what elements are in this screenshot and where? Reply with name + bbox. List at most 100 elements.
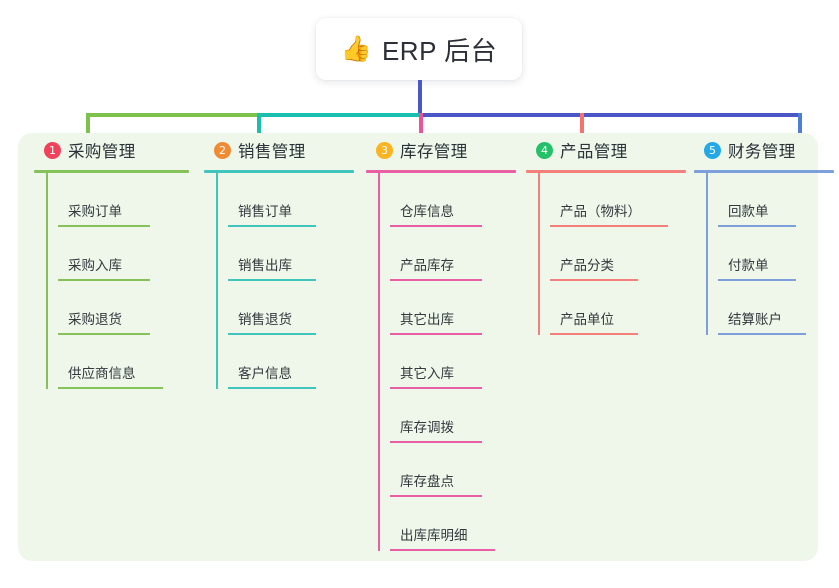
list-item[interactable]: 采购订单 bbox=[58, 173, 189, 227]
root-node[interactable]: 👍 ERP 后台 bbox=[316, 18, 522, 80]
branch-spine-5 bbox=[706, 173, 708, 335]
branch-spine-3 bbox=[378, 173, 380, 551]
branch-items-3: 仓库信息 产品库存 其它出库 其它入库 库存调拨 bbox=[366, 173, 516, 551]
leaf-underline bbox=[390, 495, 482, 497]
branch-spine-4 bbox=[538, 173, 540, 335]
branch-title-5: 财务管理 bbox=[728, 143, 796, 161]
leaf-underline bbox=[390, 225, 482, 227]
branch-index-badge-3: 3 bbox=[376, 141, 393, 159]
leaf-underline bbox=[390, 279, 482, 281]
leaf-label: 仓库信息 bbox=[400, 204, 454, 219]
branch-drop-4 bbox=[580, 113, 584, 146]
branch-column-product: 4 产品管理 产品（物料） 产品分类 产品单位 bbox=[526, 133, 686, 335]
branch-rule-2 bbox=[204, 170, 354, 173]
leaf-underline bbox=[228, 333, 316, 335]
leaf-underline bbox=[718, 333, 806, 335]
leaf-underline bbox=[390, 441, 482, 443]
list-item[interactable]: 销售订单 bbox=[228, 173, 354, 227]
list-item[interactable]: 库存盘点 bbox=[390, 443, 516, 497]
leaf-label: 采购退货 bbox=[68, 312, 122, 327]
list-item[interactable]: 客户信息 bbox=[228, 335, 354, 389]
branch-rule-5 bbox=[694, 170, 834, 173]
leaf-label: 结算账户 bbox=[728, 312, 782, 327]
branch-column-finance: 5 财务管理 回款单 付款单 结算账户 bbox=[694, 133, 834, 335]
list-item[interactable]: 产品（物料） bbox=[550, 173, 686, 227]
leaf-label: 库存调拨 bbox=[400, 420, 454, 435]
leaf-underline bbox=[58, 333, 150, 335]
branch-header-3[interactable]: 3 库存管理 bbox=[366, 133, 516, 167]
leaf-underline bbox=[390, 333, 482, 335]
list-item[interactable]: 产品库存 bbox=[390, 227, 516, 281]
leaf-label: 采购订单 bbox=[68, 204, 122, 219]
branch-index-badge-5: 5 bbox=[704, 141, 721, 159]
branch-rule-4 bbox=[526, 170, 686, 173]
leaf-label: 产品（物料） bbox=[560, 204, 641, 219]
list-item[interactable]: 其它入库 bbox=[390, 335, 516, 389]
leaf-underline bbox=[228, 225, 316, 227]
list-item[interactable]: 其它出库 bbox=[390, 281, 516, 335]
branch-rule-3 bbox=[366, 170, 516, 173]
bus-segment-3 bbox=[419, 113, 802, 117]
leaf-underline bbox=[58, 225, 150, 227]
branch-title-1: 采购管理 bbox=[68, 143, 136, 161]
leaf-underline bbox=[390, 549, 495, 551]
leaf-label: 产品分类 bbox=[560, 258, 614, 273]
branch-header-2[interactable]: 2 销售管理 bbox=[204, 133, 354, 167]
list-item[interactable]: 结算账户 bbox=[718, 281, 834, 335]
branch-spine-1 bbox=[46, 173, 48, 389]
branch-header-5[interactable]: 5 财务管理 bbox=[694, 133, 834, 167]
list-item[interactable]: 产品单位 bbox=[550, 281, 686, 335]
leaf-label: 回款单 bbox=[728, 204, 769, 219]
branch-index-badge-2: 2 bbox=[214, 141, 231, 159]
list-item[interactable]: 回款单 bbox=[718, 173, 834, 227]
leaf-underline bbox=[550, 279, 638, 281]
leaf-underline bbox=[228, 279, 316, 281]
list-item[interactable]: 采购入库 bbox=[58, 227, 189, 281]
branch-index-badge-4: 4 bbox=[536, 141, 553, 159]
leaf-label: 其它出库 bbox=[400, 312, 454, 327]
leaf-label: 采购入库 bbox=[68, 258, 122, 273]
branch-header-4[interactable]: 4 产品管理 bbox=[526, 133, 686, 167]
branch-column-sales: 2 销售管理 销售订单 销售出库 销售退货 客户信息 bbox=[204, 133, 354, 389]
leaf-label: 客户信息 bbox=[238, 366, 292, 381]
list-item[interactable]: 供应商信息 bbox=[58, 335, 189, 389]
list-item[interactable]: 付款单 bbox=[718, 227, 834, 281]
list-item[interactable]: 库存调拨 bbox=[390, 389, 516, 443]
leaf-underline bbox=[718, 279, 796, 281]
list-item[interactable]: 出库库明细 bbox=[390, 497, 516, 551]
leaf-underline bbox=[228, 387, 316, 389]
branch-items-1: 采购订单 采购入库 采购退货 供应商信息 bbox=[34, 173, 189, 389]
branch-drop-5 bbox=[798, 113, 802, 146]
list-item[interactable]: 销售出库 bbox=[228, 227, 354, 281]
branch-column-purchasing: 1 采购管理 采购订单 采购入库 采购退货 供应商信 bbox=[34, 133, 189, 389]
bus-segment-1 bbox=[86, 113, 259, 117]
branch-header-1[interactable]: 1 采购管理 bbox=[34, 133, 189, 167]
branches-panel: 1 采购管理 采购订单 采购入库 采购退货 供应商信 bbox=[18, 133, 834, 561]
thumbs-up-icon: 👍 bbox=[340, 34, 372, 63]
list-item[interactable]: 产品分类 bbox=[550, 227, 686, 281]
list-item[interactable]: 采购退货 bbox=[58, 281, 189, 335]
leaf-label: 出库库明细 bbox=[400, 528, 468, 543]
leaf-underline bbox=[718, 225, 796, 227]
branch-drop-1 bbox=[86, 113, 90, 146]
leaf-label: 销售退货 bbox=[238, 312, 292, 327]
leaf-label: 付款单 bbox=[728, 258, 769, 273]
branch-items-5: 回款单 付款单 结算账户 bbox=[694, 173, 834, 335]
branch-title-3: 库存管理 bbox=[400, 143, 468, 161]
bus-segment-2 bbox=[257, 113, 421, 117]
list-item[interactable]: 仓库信息 bbox=[390, 173, 516, 227]
root-title: ERP 后台 bbox=[381, 35, 498, 66]
leaf-label: 产品单位 bbox=[560, 312, 614, 327]
branch-drop-3 bbox=[419, 113, 423, 146]
leaf-underline bbox=[58, 387, 163, 389]
list-item[interactable]: 销售退货 bbox=[228, 281, 354, 335]
leaf-underline bbox=[58, 279, 150, 281]
branch-column-inventory: 3 库存管理 仓库信息 产品库存 其它出库 其它入库 bbox=[366, 133, 516, 551]
leaf-underline bbox=[390, 387, 482, 389]
branch-title-2: 销售管理 bbox=[238, 143, 306, 161]
leaf-label: 供应商信息 bbox=[68, 366, 136, 381]
root-trunk-connector bbox=[418, 80, 422, 115]
branch-items-2: 销售订单 销售出库 销售退货 客户信息 bbox=[204, 173, 354, 389]
leaf-label: 销售出库 bbox=[238, 258, 292, 273]
